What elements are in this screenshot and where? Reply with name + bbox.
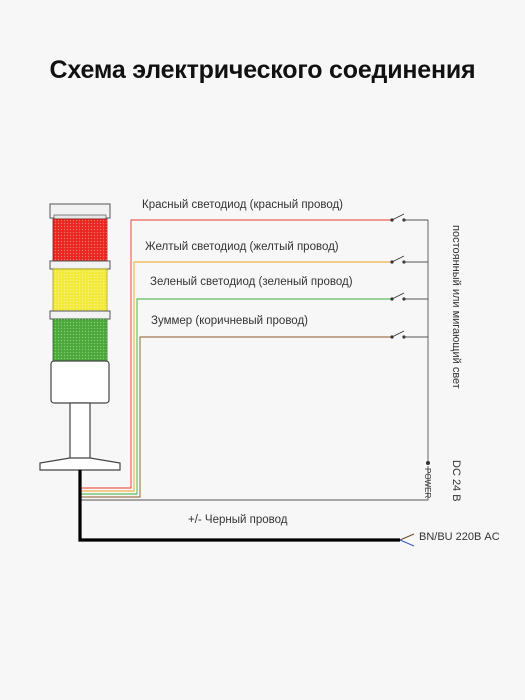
switch-green bbox=[390, 292, 428, 301]
black-wire-tail-2 bbox=[399, 539, 415, 547]
power-terminal bbox=[426, 461, 430, 465]
tower-separator bbox=[49, 310, 111, 320]
yellow-lamp-led-texture bbox=[53, 269, 107, 311]
black-wire-tail-1 bbox=[399, 533, 415, 541]
green-wire bbox=[79, 298, 392, 495]
label-red-led: Красный светодиод (красный провод) bbox=[142, 199, 344, 211]
green-lamp-led-texture bbox=[53, 319, 107, 361]
red-wire bbox=[79, 219, 392, 489]
tower-base-housing bbox=[50, 360, 110, 404]
label-ac-input: BN/BU 220В AC bbox=[419, 531, 500, 543]
tower-separator bbox=[49, 260, 111, 270]
label-black-wire: +/- Черный провод bbox=[188, 514, 288, 526]
label-green-led: Зеленый светодиод (зеленый провод) bbox=[150, 276, 353, 288]
black-wire bbox=[78, 470, 400, 542]
label-dc-input: DC 24 В bbox=[450, 460, 462, 502]
label-power: POWER bbox=[423, 468, 432, 499]
diagram-title: Схема электрического соединения bbox=[49, 56, 476, 84]
switch-buzzer bbox=[390, 330, 428, 339]
tower-cap-ring bbox=[53, 214, 107, 220]
yellow-wire bbox=[79, 261, 392, 492]
brown-wire bbox=[79, 336, 392, 498]
tower-foot bbox=[39, 457, 121, 471]
common-gray-wire bbox=[79, 466, 429, 501]
switch-yellow bbox=[390, 255, 428, 264]
label-buzzer: Зуммер (коричневый провод) bbox=[151, 315, 308, 327]
label-yellow-led: Желтый светодиод (желтый провод) bbox=[145, 241, 339, 253]
signal-tower bbox=[39, 203, 121, 471]
switch-red bbox=[390, 213, 428, 222]
red-lamp-led-texture bbox=[53, 219, 107, 261]
wires bbox=[78, 219, 429, 547]
tower-pole bbox=[69, 402, 91, 461]
label-light-mode: постоянный или мигающий свет bbox=[450, 225, 462, 389]
switches bbox=[390, 213, 430, 465]
